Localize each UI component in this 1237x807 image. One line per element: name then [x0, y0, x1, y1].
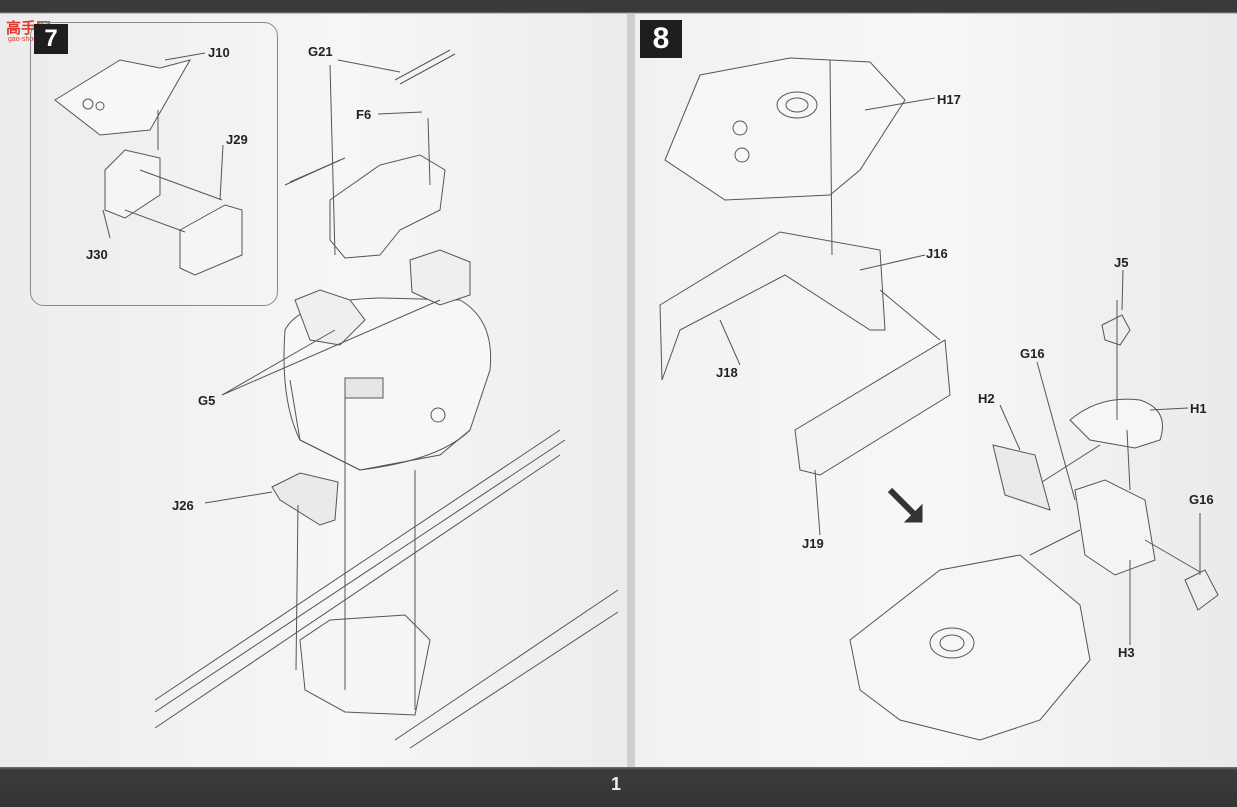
- part-label-j16: J16: [926, 246, 948, 261]
- part-label-h17: H17: [937, 92, 961, 107]
- part-label-j5: J5: [1114, 255, 1129, 270]
- part-label-h2: H2: [978, 391, 995, 406]
- step-number-badge: 8: [640, 20, 682, 58]
- part-label-h1: H1: [1190, 401, 1207, 416]
- part-label-g5: G5: [198, 393, 216, 408]
- sub-assembly-inset: [30, 22, 278, 306]
- step-number-badge: 7: [34, 24, 68, 54]
- part-label-j30: J30: [86, 247, 108, 262]
- part-label-g21: G21: [308, 44, 333, 59]
- part-label-g16: G16: [1189, 492, 1214, 507]
- page-spine: [627, 14, 635, 767]
- part-label-j18: J18: [716, 365, 738, 380]
- part-label-j26: J26: [172, 498, 194, 513]
- page-number: 1: [611, 774, 622, 794]
- part-label-j19: J19: [802, 536, 824, 551]
- part-label-j10: J10: [208, 45, 230, 60]
- part-label-g16: G16: [1020, 346, 1045, 361]
- part-label-f6: F6: [356, 107, 372, 122]
- part-label-j29: J29: [226, 132, 248, 147]
- part-label-h3: H3: [1118, 645, 1135, 660]
